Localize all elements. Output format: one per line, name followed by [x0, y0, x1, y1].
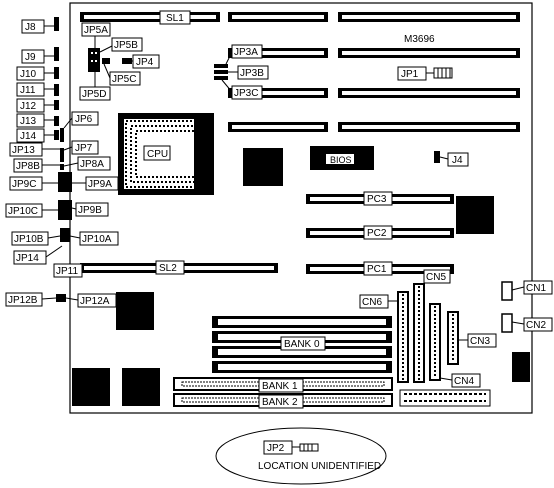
cpu-label: CPU [147, 149, 168, 160]
bank2-label: BANK 2 [262, 397, 298, 408]
cn2-label: CN2 [526, 320, 546, 331]
j8-label: J8 [25, 22, 36, 33]
cn1-label: CN1 [526, 283, 546, 294]
jp10b-label: JP10B [14, 234, 44, 245]
cn4-label: CN4 [454, 376, 474, 387]
jp3-cluster [214, 64, 228, 80]
sl1-label: SL1 [166, 13, 184, 24]
cn6-label: CN6 [362, 297, 382, 308]
jp14-label: JP14 [16, 253, 39, 264]
legend-note: LOCATION UNIDENTIFIED [258, 461, 381, 472]
jp12b-label: JP12B [8, 295, 38, 306]
chip-lower-1 [116, 292, 154, 330]
chip-lower-2 [72, 368, 110, 406]
jp3b-label: JP3B [240, 68, 264, 79]
j12-label: J12 [20, 101, 37, 112]
legend-jumper-label: JP2 [267, 443, 285, 454]
jp8b-label: JP8B [16, 161, 40, 172]
jp7-label: JP7 [75, 143, 93, 154]
jp12a-label: JP12A [80, 296, 110, 307]
jp1-jumper [433, 67, 453, 79]
jp5b-label: JP5B [114, 40, 138, 51]
cn5-label: CN5 [426, 272, 446, 283]
chip-lower-3 [122, 368, 160, 406]
pc2-label: PC2 [367, 228, 387, 239]
jp4-label: JP4 [136, 57, 154, 68]
jp1-label: JP1 [401, 69, 419, 80]
j9-label: J9 [25, 52, 36, 63]
left-jumpers [58, 128, 72, 242]
j13-label: J13 [20, 116, 37, 127]
left-headers [54, 17, 59, 140]
jp5a-label: JP5A [84, 25, 108, 36]
legend [215, 427, 387, 485]
pc3-label: PC3 [367, 194, 387, 205]
jp6-label: JP6 [75, 114, 93, 125]
jp3c-label: JP3C [234, 88, 258, 99]
jp5-cluster [88, 48, 132, 72]
j10-label: J10 [20, 69, 37, 80]
jp9c-label: JP9C [12, 179, 36, 190]
bank1-label: BANK 1 [262, 381, 298, 392]
cn-connectors [397, 281, 530, 407]
bios-label: BIOS [330, 155, 352, 165]
chip-right [456, 196, 494, 234]
chip-center-1 [243, 148, 283, 186]
board-model-label: M3696 [404, 34, 435, 45]
pc1-label: PC1 [367, 264, 387, 275]
j4-label: J4 [452, 155, 463, 166]
jp10c-label: JP10C [8, 206, 38, 217]
jp5c-label: JP5C [112, 74, 136, 85]
j14-label: J14 [20, 131, 37, 142]
amp-label: AMP [217, 131, 227, 151]
left-header-labels: J8 J9 J10 J11 J12 J13 J14 [16, 19, 54, 143]
j4-header [434, 151, 440, 163]
cpu-socket: CPU AMP [118, 113, 227, 195]
isa-slots-top [80, 12, 520, 132]
sl2-label: SL2 [159, 263, 177, 274]
jp10a-label: JP10A [82, 234, 112, 245]
cn3-label: CN3 [470, 336, 490, 347]
jp8a-label: JP8A [80, 159, 104, 170]
jp13-label: JP13 [12, 145, 35, 156]
jp12-jumpers [56, 294, 66, 302]
sl1-label-box [159, 10, 191, 25]
jp9a-label: JP9A [88, 179, 112, 190]
jp11-label: JP11 [56, 266, 78, 277]
jp3a-label: JP3A [234, 47, 258, 58]
bank0-label: BANK 0 [284, 339, 320, 350]
jp5d-label: JP5D [82, 89, 106, 100]
j11-label: J11 [20, 85, 36, 96]
jp9b-label: JP9B [78, 205, 102, 216]
